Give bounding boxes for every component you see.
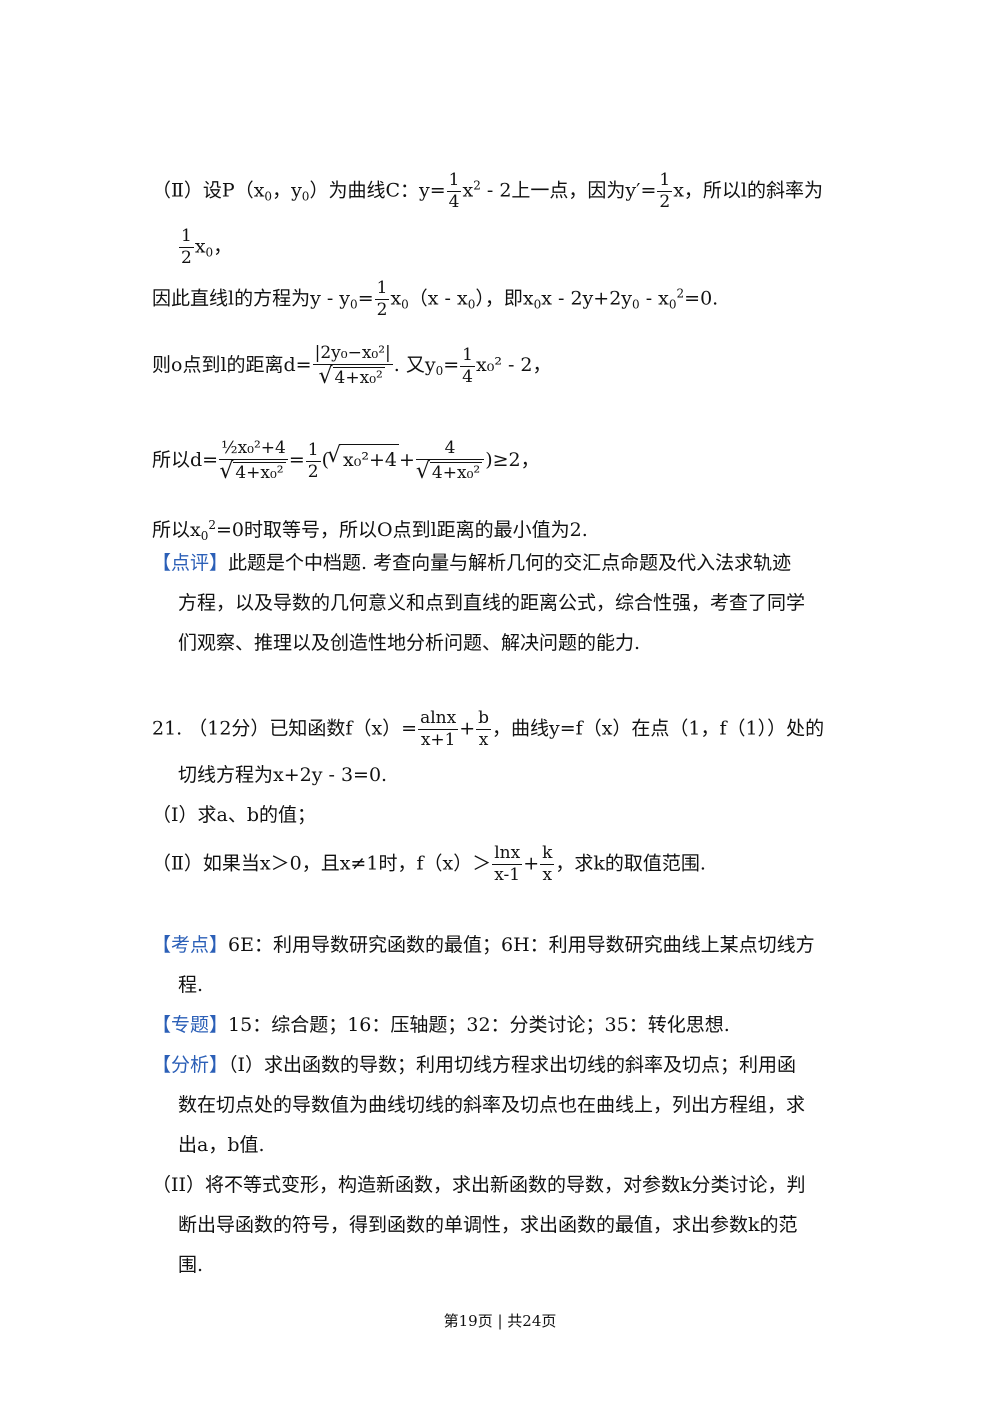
fenxi-line-4: （II）将不等式变形，构造新函数，求出新函数的导数，对参数k分类讨论，判 [152,1174,806,1196]
superscript: 2 [208,518,216,532]
text: = [288,449,305,471]
subscript: 0 [632,297,640,312]
text: - 2上一点，因为y′= [480,179,657,202]
fenxi-tag: 【分析】 [152,1054,229,1076]
subscript: 0 [301,189,310,204]
subscript: 0 [467,297,476,312]
review-line-3: 们观察、推理以及创造性地分析问题、解决问题的能力. [178,632,641,654]
superscript: 2 [676,286,685,301]
subscript: 0 [264,189,273,204]
text: - x [639,287,669,310]
review-line-1: 【点评】此题是个中档题. 考查向量与解析几何的交汇点命题及代入法求轨迹 [152,550,791,576]
sqrt: x₀²+4 [327,443,399,473]
text: ( [321,449,330,471]
text: x - 2y+2y [541,287,633,310]
kaodian-line-2: 程. [178,974,204,996]
subscript: 0 [350,297,358,312]
subscript: 0 [205,245,214,260]
fenxi-line-2: 数在切点处的导数值为曲线切线的斜率及切点也在曲线上，列出方程组，求 [178,1094,806,1116]
fenxi-line-6: 围. [178,1254,204,1276]
text: 此题是个中档题. 考查向量与解析几何的交汇点命题及代入法求轨迹 [228,552,792,574]
subscript: 0 [435,364,444,378]
text: 6E：利用导数研究函数的最值；6H：利用导数研究曲线上某点切线方 [228,934,815,956]
solution-line-5: 所以d=½x₀²+44+x₀²=12(x₀²+4+44+x₀²)≥2， [152,439,540,484]
kaodian-tag: 【考点】 [152,934,229,956]
text: x [462,179,474,202]
text: =0时取等号，所以O点到l距离的最小值为2. [216,519,588,541]
distance-fraction-2: ½x₀²+44+x₀² [219,440,288,483]
text: x [390,287,402,310]
text: x，所以l的斜率为 [673,179,824,202]
subscript: 0 [533,297,542,312]
text: 所以x [152,519,201,541]
q21-line-2: 切线方程为x+2y - 3=0. [178,764,388,786]
text: ，曲线y=f（x）在点（1，f（1））处的 [492,717,825,740]
text: 所以d= [152,449,219,471]
superscript: 2 [473,178,481,193]
text: = [443,354,460,376]
q21-line-3: （Ⅰ）求a、b的值； [152,804,316,826]
fenxi-line-5: 断出导函数的符号，得到函数的单调性，求出函数的最值，求出参数k的范 [178,1214,798,1236]
text: ）为曲线C：y= [309,179,446,202]
fraction: 44+x₀² [416,440,485,483]
text: （x - x [408,287,468,310]
text: 15：综合题；16：压轴题；32：分类讨论；35：转化思想. [228,1014,730,1036]
text: 则o点到l的距离d= [152,354,312,376]
fenxi-line-3: 出a，b值. [178,1134,265,1156]
text: =0. [684,287,719,310]
zhuanti-line-1: 【专题】15：综合题；16：压轴题；32：分类讨论；35：转化思想. [152,1012,730,1038]
text: + [523,852,540,875]
distance-fraction: |2y₀−x₀²|4+x₀² [312,345,393,388]
sqrt: 4+x₀² [416,461,483,483]
text: ），即x [475,287,534,310]
review-tag: 【点评】 [152,552,229,574]
fenxi-line-1: 【分析】（I）求出函数的导数；利用切线方程求出切线的斜率及切点；利用函 [152,1052,796,1078]
sqrt: 4+x₀² [318,366,385,388]
kaodian-line-1: 【考点】6E：利用导数研究函数的最值；6H：利用导数研究曲线上某点切线方 [152,932,815,958]
subscript: 0 [200,529,209,543]
text: （Ⅱ）如果当x＞0，且x≠1时，f（x）＞ [152,852,492,875]
text: 21. （12分）已知函数f（x）= [152,717,418,740]
review-line-2: 方程，以及导数的几何意义和点到直线的距离公式，综合性强，考查了同学 [178,592,806,614]
solution-line-6: 所以x02=0时取等号，所以O点到l距离的最小值为2. [152,512,588,549]
text: = [357,287,374,310]
text: ，求k的取值范围. [555,852,706,875]
text: x₀² - 2， [475,354,552,376]
text: + [459,717,476,740]
text: . 又y [393,354,436,376]
text: （Ⅱ）设P（x [152,179,265,202]
text: （I）求出函数的导数；利用切线方程求出切线的斜率及切点；利用函 [228,1054,797,1076]
text: + [399,449,415,471]
subscript: 0 [668,297,677,312]
text: )≥2， [485,449,540,471]
sqrt: 4+x₀² [219,461,286,483]
text: 因此直线l的方程为y - y [152,287,351,310]
page-footer: 第19页 | 共24页 [443,1312,557,1330]
subscript: 0 [401,297,409,312]
zhuanti-tag: 【专题】 [152,1014,229,1036]
text: x [194,235,206,258]
text: ，y [272,179,302,202]
text: ， [213,235,233,258]
